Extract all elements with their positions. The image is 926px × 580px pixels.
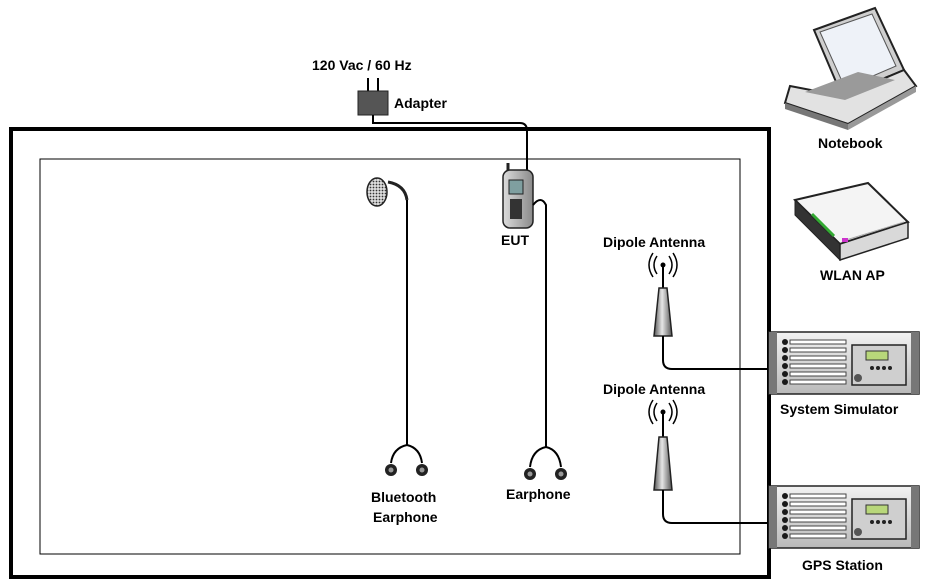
- chamber-inner-wall: [39, 158, 741, 555]
- gps-station-label: GPS Station: [802, 557, 883, 573]
- adapter-cable: [372, 115, 528, 192]
- earphone-plug-icon: [385, 444, 428, 476]
- bluetooth-earphone-label-line2: Earphone: [373, 509, 438, 525]
- bluetooth-earphone-label-line1: Bluetooth: [371, 489, 436, 505]
- notebook-label: Notebook: [818, 135, 883, 151]
- power-supply-label: 120 Vac / 60 Hz: [312, 57, 412, 73]
- dipole-antenna-1-label: Dipole Antenna: [603, 234, 705, 250]
- antenna-icon: [648, 252, 678, 337]
- dipole-antenna-2-label: Dipole Antenna: [603, 381, 705, 397]
- rack-instrument-icon: [768, 485, 920, 549]
- earphone-cable: [532, 199, 547, 447]
- adapter-icon: [357, 90, 389, 116]
- antenna-1-cable: [662, 336, 776, 370]
- wlan-router-icon: [792, 181, 910, 262]
- phone-icon: [502, 163, 534, 229]
- earphone-label: Earphone: [506, 486, 571, 502]
- wlan-ap-label: WLAN AP: [820, 267, 885, 283]
- system-simulator-label: System Simulator: [780, 401, 899, 417]
- eut-label: EUT: [501, 232, 529, 248]
- earphone-plug-icon: [524, 446, 567, 480]
- antenna-2-cable: [662, 490, 776, 524]
- antenna-icon: [648, 399, 678, 491]
- bluetooth-earpiece-icon: [366, 177, 409, 207]
- laptop-icon: [783, 6, 918, 130]
- rack-instrument-icon: [768, 331, 920, 395]
- adapter-label: Adapter: [394, 95, 447, 111]
- plug-icon: [367, 78, 379, 92]
